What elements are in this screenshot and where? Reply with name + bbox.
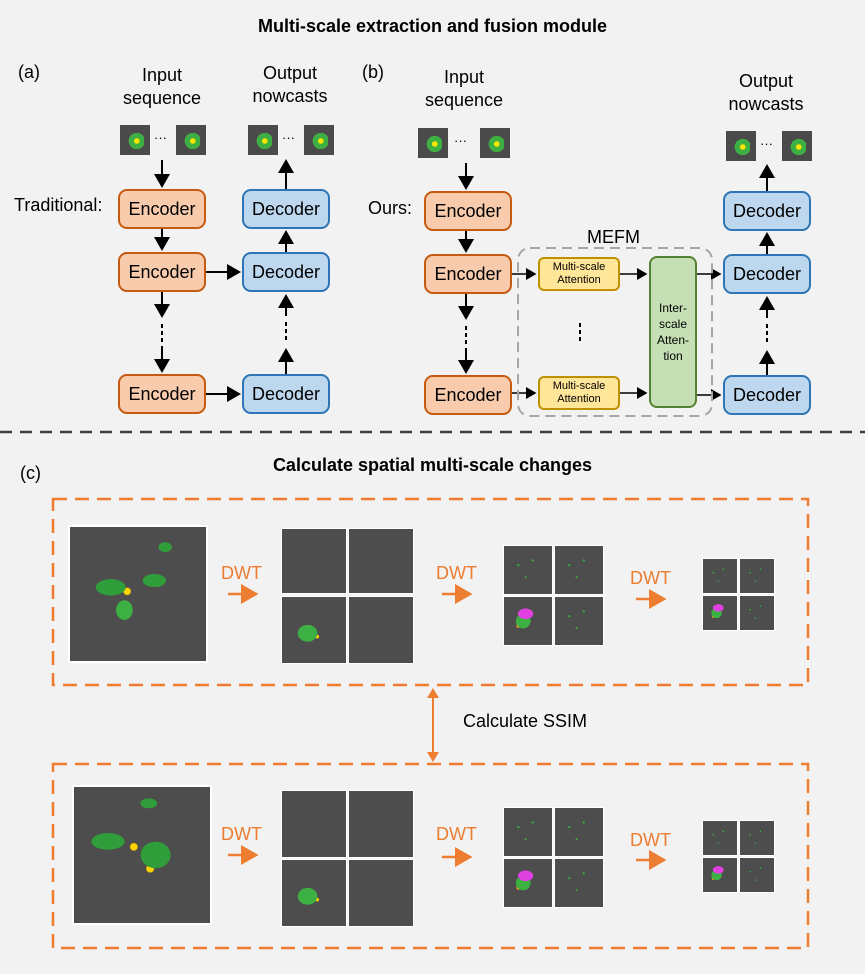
encoder-block: Encoder <box>424 375 512 415</box>
dwt-subband-hh <box>348 859 414 927</box>
decoder-block: Decoder <box>723 375 811 415</box>
calculate-ssim-label: Calculate SSIM <box>463 711 588 731</box>
panel-b-input-header: Input sequence <box>424 67 504 110</box>
dwt-subband-lh <box>348 528 414 594</box>
dwt-subband-hh <box>554 596 604 646</box>
decoder-block: Decoder <box>723 254 811 294</box>
dwt-subband-hl <box>503 858 553 908</box>
dwt-subband-hl <box>702 857 738 893</box>
dwt-label: DWT <box>436 824 477 844</box>
dwt-label: DWT <box>221 824 262 844</box>
dwt-label: DWT <box>630 568 671 588</box>
dwt-subband-ll <box>281 528 347 594</box>
dwt-subband-ll <box>503 807 553 857</box>
encoder-block: Encoder <box>424 191 512 231</box>
input-frame-thumbnail <box>418 128 448 158</box>
dwt-subband-hl <box>503 596 553 646</box>
dwt-subband-lh <box>739 558 775 594</box>
dwt-subband-ll <box>702 558 738 594</box>
dwt-subband-ll <box>503 545 553 595</box>
panel-a-output-header: Output nowcasts <box>252 63 328 106</box>
panel-b-output-header: Output nowcasts <box>728 71 804 114</box>
encoder-block: Encoder <box>118 252 206 292</box>
dwt-label: DWT <box>221 563 262 583</box>
dwt-subband-lh <box>554 807 604 857</box>
decoder-block: Decoder <box>242 189 330 229</box>
dwt-subband-ll <box>281 790 347 858</box>
input-frame-thumbnail <box>480 128 510 158</box>
output-frame-thumbnail <box>726 131 756 161</box>
decoder-block: Decoder <box>242 252 330 292</box>
dwt-subband-ll <box>702 820 738 856</box>
encoder-block: Encoder <box>118 374 206 414</box>
output-frame-thumbnail <box>782 131 812 161</box>
dwt-label: DWT <box>630 830 671 850</box>
multi-scale-attention-block: Multi-scale Attention <box>538 376 620 410</box>
dwt-subband-hh <box>348 596 414 664</box>
dwt-subband-hl <box>281 596 347 664</box>
output-frame-thumbnail <box>248 125 278 155</box>
output-frame-thumbnail <box>304 125 334 155</box>
dwt-subband-hl <box>702 595 738 631</box>
ellipsis: ··· <box>760 136 773 151</box>
panel-a-label: (a) <box>18 62 40 82</box>
radar-image-predicted <box>72 785 212 925</box>
panel-b-label: (b) <box>362 62 384 82</box>
ours-label: Ours: <box>368 198 413 218</box>
dwt-label: DWT <box>436 563 477 583</box>
panel-a-input-header: Input sequence <box>122 65 202 108</box>
encoder-block: Encoder <box>118 189 206 229</box>
dwt-subband-lh <box>739 820 775 856</box>
decoder-block: Decoder <box>242 374 330 414</box>
input-frame-thumbnail <box>176 125 206 155</box>
dwt-subband-hh <box>739 857 775 893</box>
multi-scale-attention-block: Multi-scale Attention <box>538 257 620 291</box>
dwt-subband-hh <box>554 858 604 908</box>
inter-scale-attention-block: Inter- scale Atten- tion <box>649 256 697 408</box>
figure-title-bottom: Calculate spatial multi-scale changes <box>272 455 593 475</box>
encoder-block: Encoder <box>424 254 512 294</box>
dwt-subband-hl <box>281 859 347 927</box>
mefm-label: MEFM <box>587 227 640 247</box>
traditional-label: Traditional: <box>14 195 103 215</box>
ellipsis: ··· <box>154 130 167 145</box>
input-frame-thumbnail <box>120 125 150 155</box>
panel-c-label: (c) <box>20 463 41 483</box>
radar-image-observed <box>68 525 208 663</box>
figure-title-top: Multi-scale extraction and fusion module <box>257 16 608 36</box>
dwt-subband-lh <box>348 790 414 858</box>
decoder-block: Decoder <box>723 191 811 231</box>
dwt-subband-lh <box>554 545 604 595</box>
dwt-subband-hh <box>739 595 775 631</box>
ellipsis: ··· <box>282 130 295 145</box>
ellipsis: ··· <box>454 133 467 148</box>
